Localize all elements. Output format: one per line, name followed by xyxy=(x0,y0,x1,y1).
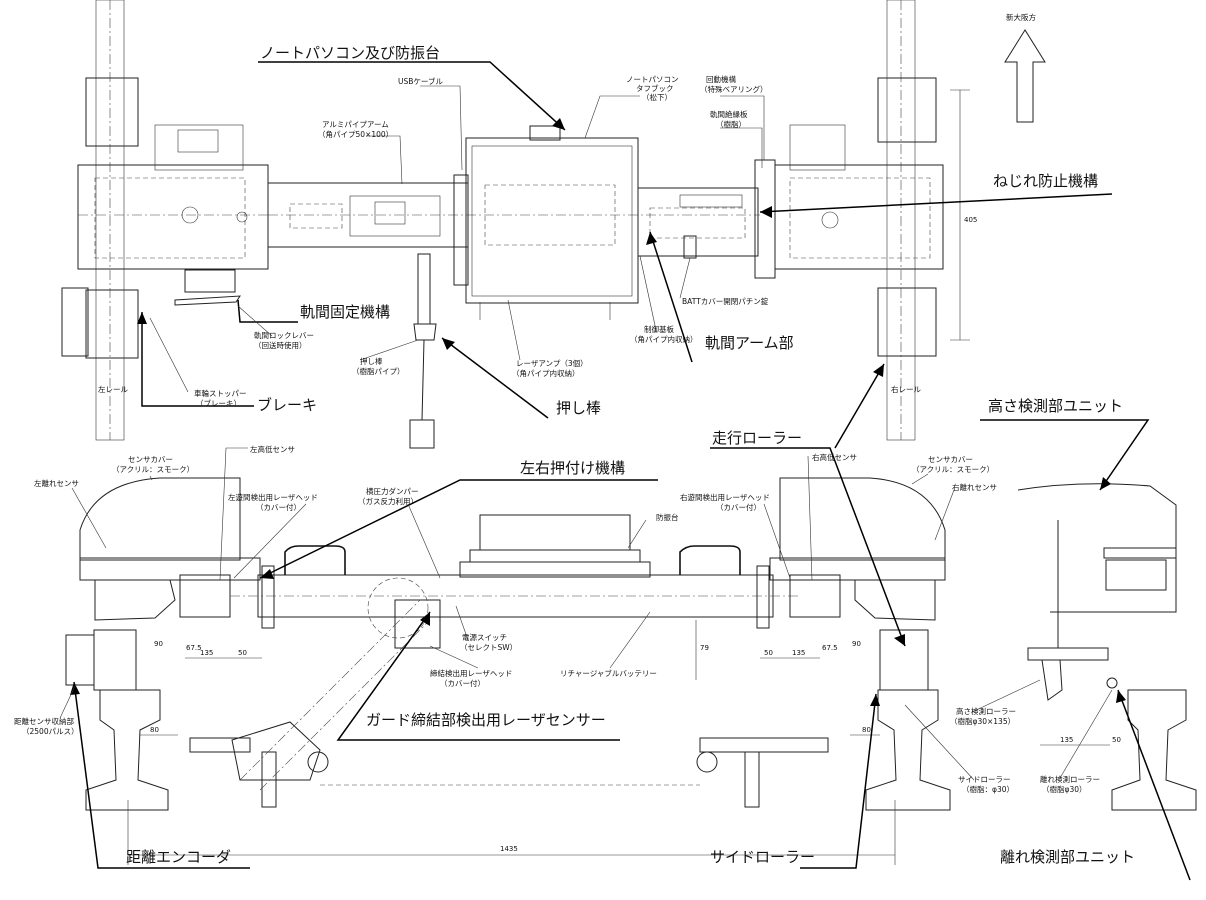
label-laser-amp-1: レーザアンプ（3個） xyxy=(516,358,588,368)
label-right-gap-laser-2: （カバー付） xyxy=(716,502,761,512)
callout-gauge-lock: 軌間固定機構 xyxy=(300,303,390,321)
label-right-height-sensor: 右高低センサ xyxy=(812,452,857,462)
label-usb: USBケーブル xyxy=(398,76,443,86)
label-height-roller-1: 高さ検測ローラー xyxy=(956,706,1016,716)
label-notebook-2: タフブック xyxy=(636,83,674,93)
label-left-height-sensor: 左高低センサ xyxy=(250,444,295,454)
label-insulator-2: （樹脂） xyxy=(716,119,746,129)
callout-brake: ブレーキ xyxy=(257,396,317,414)
right-sensor-cover xyxy=(779,477,946,561)
label-rotation-2: （特殊ベアリング） xyxy=(700,84,768,94)
dim-135-detail: 135 xyxy=(1060,736,1073,744)
label-damper-2: （ガス反力利用） xyxy=(358,496,418,506)
label-power-switch-1: 電源スイッチ xyxy=(462,633,507,642)
callout-arrows xyxy=(70,61,1191,881)
label-encoder-1: 距離センサ収納部 xyxy=(14,716,74,726)
label-push-rod-2: （樹脂パイプ） xyxy=(352,366,405,376)
label-gauge-lever-1: 軌間ロックレバー xyxy=(254,330,314,340)
direction-label: 新大阪方 xyxy=(1006,12,1036,22)
front-view xyxy=(65,477,951,865)
callout-twist-prevention: ねじれ防止機構 xyxy=(993,172,1098,190)
label-batt-latch: BATTカバー開閉パチン錠 xyxy=(682,296,769,306)
label-left-gap-laser-2: （カバー付） xyxy=(256,502,301,512)
label-sensor-cover-right-1: センサカバー xyxy=(928,455,973,464)
label-notebook-3: （松下） xyxy=(642,92,672,102)
label-insulator-1: 軌間絶縁板 xyxy=(710,109,748,119)
label-gauge-lever-2: （回送時使用） xyxy=(254,340,307,350)
dim-80-right: 80 xyxy=(862,726,871,734)
dim-135-left: 135 xyxy=(200,649,213,657)
dim-50-detail: 50 xyxy=(1112,736,1121,744)
detail-rail-profile xyxy=(1111,689,1197,811)
right-rail-plan xyxy=(886,0,916,441)
label-sep-roller-2: （樹脂φ30） xyxy=(1042,784,1087,794)
label-control-board-2: （角パイプ内収納） xyxy=(630,334,698,344)
label-notebook-1: ノートパソコン xyxy=(626,75,679,84)
label-encoder-2: （2500パルス） xyxy=(22,727,79,736)
label-right-rail: 右レール xyxy=(891,384,921,394)
direction-arrow-icon xyxy=(1004,29,1046,123)
dim-50-right: 50 xyxy=(764,649,773,657)
dim-67-right: 67.5 xyxy=(822,644,838,652)
dim-80-left: 80 xyxy=(150,726,159,734)
label-fastener-laser-1: 締結検出用レーザヘッド xyxy=(430,668,512,678)
left-encoder xyxy=(65,634,95,686)
label-alu-arm-1: アルミパイプアーム xyxy=(322,120,389,129)
push-rod-plan xyxy=(417,253,431,325)
left-rail-profile xyxy=(85,689,169,811)
label-power-switch-2: （セレクトSW） xyxy=(460,643,517,652)
callout-gauge-arm: 軌間アーム部 xyxy=(705,334,794,352)
label-side-roller-1: サイドローラー xyxy=(958,775,1011,784)
center-beam xyxy=(257,574,774,618)
callout-running-roller: 走行ローラー xyxy=(712,429,802,447)
notebook-pc-plan xyxy=(465,137,639,304)
dim-135-right: 135 xyxy=(792,649,805,657)
label-right-gap-laser-1: 右遊間検出用レーザヘッド xyxy=(680,492,770,502)
label-right-sep-sensor: 右離れセンサ xyxy=(952,482,997,492)
label-side-roller-2: （樹脂：φ30） xyxy=(962,784,1014,794)
dim-79: 79 xyxy=(700,644,709,652)
label-push-rod-1: 押し棒 xyxy=(360,356,383,366)
callout-notebook-mount: ノートパソコン及び防振台 xyxy=(260,44,440,62)
detail-view xyxy=(1017,483,1197,811)
dim-1435: 1435 xyxy=(500,845,518,853)
label-sensor-cover-left-1: センサカバー xyxy=(128,455,173,464)
label-sensor-cover-right-2: （アクリル：スモーク） xyxy=(912,465,994,474)
label-rotation-1: 回動機構 xyxy=(706,74,736,84)
label-wheel-stopper-2: （ブレーキ） xyxy=(196,398,241,408)
callout-side-roller: サイドローラー xyxy=(710,848,815,866)
label-left-sep-sensor: 左離れセンサ xyxy=(34,478,79,488)
dim-50-left: 50 xyxy=(238,649,247,657)
label-sensor-cover-left-2: （アクリル：スモーク） xyxy=(112,465,194,474)
right-rail-profile xyxy=(865,689,951,811)
label-control-board-1: 制御基板 xyxy=(644,324,674,334)
left-sensor-cover xyxy=(79,477,241,561)
callout-separation-unit: 離れ検測部ユニット xyxy=(1000,848,1135,866)
label-dim-405: 405 xyxy=(964,216,977,224)
callout-guard-laser: ガード締結部検出用レーザセンサー xyxy=(366,711,606,729)
label-height-roller-2: （樹脂φ30×135） xyxy=(950,716,1015,726)
dim-90-right: 90 xyxy=(852,640,861,648)
label-left-gap-laser-1: 左遊間検出用レーザヘッド xyxy=(228,492,318,502)
plan-view xyxy=(61,0,970,449)
label-sep-roller-1: 離れ検測ローラー xyxy=(1040,774,1100,784)
callout-lr-push: 左右押付け機構 xyxy=(520,459,625,477)
label-wheel-stopper-1: 車輪ストッパー xyxy=(194,388,247,398)
dim-90-left: 90 xyxy=(154,640,163,648)
label-left-rail: 左レール xyxy=(98,384,128,394)
callout-push-rod: 押し棒 xyxy=(556,399,601,417)
dim-67-left: 67.5 xyxy=(186,644,202,652)
left-rail-plan xyxy=(95,0,125,441)
label-fastener-laser-2: （カバー付） xyxy=(440,678,485,688)
callout-distance-encoder: 距離エンコーダ xyxy=(126,848,231,866)
label-alu-arm-2: （角パイプ50×100） xyxy=(318,129,393,139)
label-laser-amp-2: （角パイプ内収納） xyxy=(512,368,580,378)
label-anti-vib: 防振台 xyxy=(656,512,679,522)
label-damper-1: 横圧力ダンパー xyxy=(366,486,419,496)
callout-height-unit: 高さ検測部ユニット xyxy=(988,397,1123,415)
label-battery: リチャージャブルバッテリー xyxy=(560,668,657,678)
